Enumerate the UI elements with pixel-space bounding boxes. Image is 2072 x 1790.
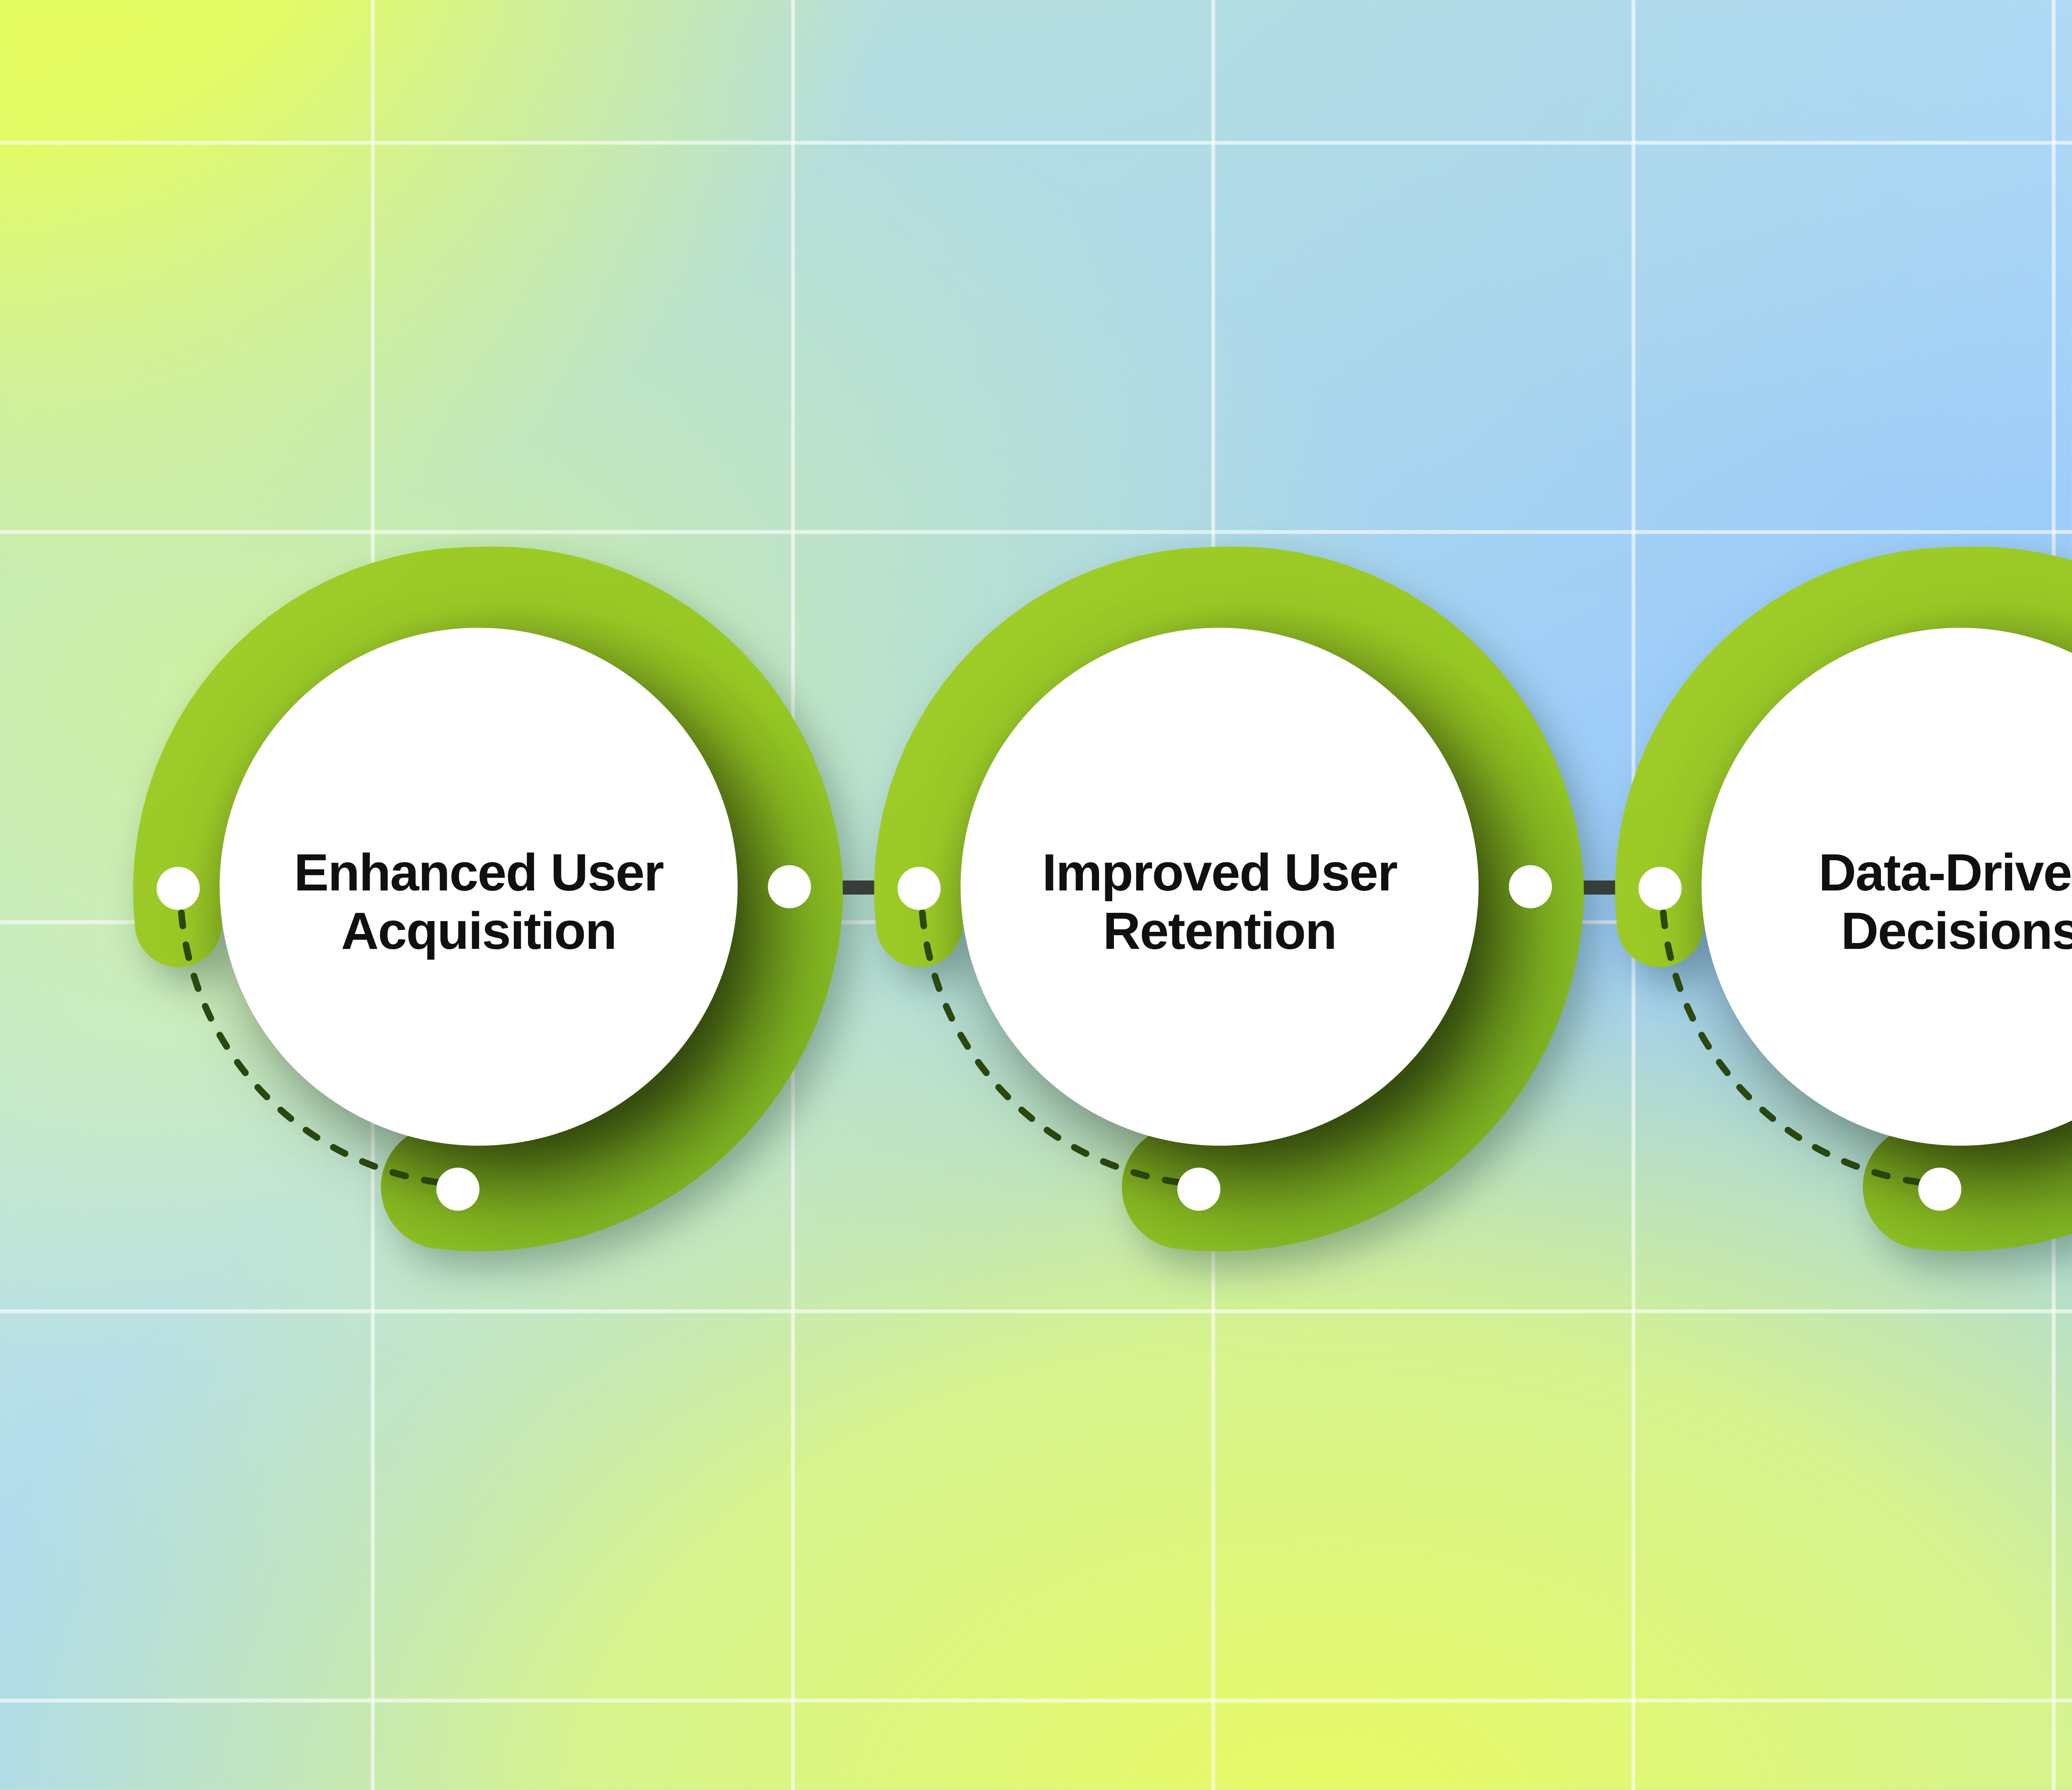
node-dot-bottom xyxy=(1177,1168,1220,1211)
node-label-line: Improved User xyxy=(1042,843,1397,902)
node-label: Data-Driven Decisions xyxy=(1702,786,2072,1018)
node-dot-bottom xyxy=(1918,1168,1961,1211)
node-label: Improved User Retention xyxy=(961,786,1479,1018)
node-dot-left xyxy=(157,867,200,910)
node-dot-bottom xyxy=(436,1168,479,1211)
node-label-line: Acquisition xyxy=(341,902,616,960)
node-dot-right xyxy=(1509,865,1552,908)
node-label-line: Retention xyxy=(1103,902,1336,960)
node-dot-left xyxy=(898,867,941,910)
node-label-line: Decisions xyxy=(1841,902,2072,960)
node-label-line: Data-Driven xyxy=(1818,843,2072,902)
node-dot-left xyxy=(1639,867,1682,910)
node-label: Enhanced User Acquisition xyxy=(220,786,738,1018)
node-label-line: Enhanced User xyxy=(294,843,663,902)
node-dot-right xyxy=(768,865,811,908)
